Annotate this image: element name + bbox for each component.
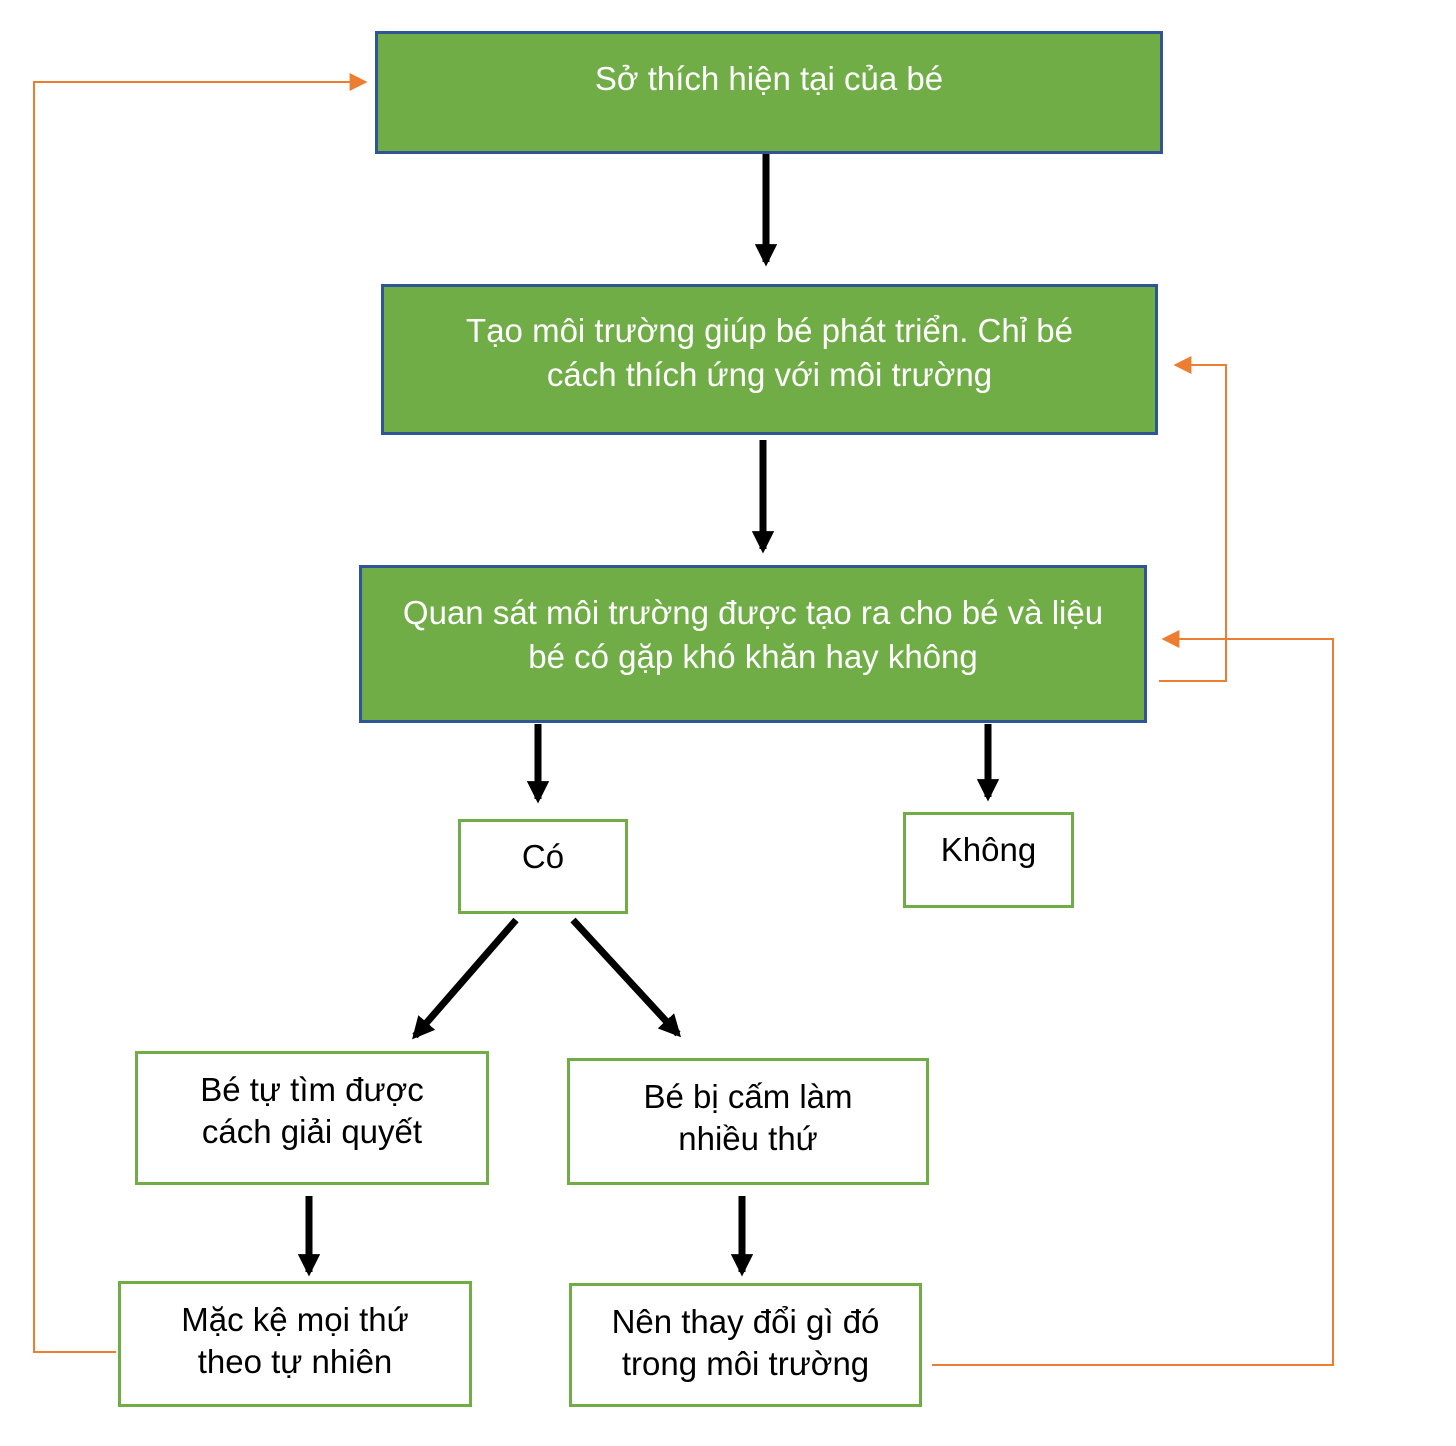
- feedback-arrow-observe-to-create: [1159, 356, 1227, 682]
- node-observe-environment: Quan sát môi trường được tạo ra cho bé v…: [359, 565, 1147, 723]
- node-yes: Có: [458, 819, 628, 914]
- node-yes-label: Có: [521, 838, 565, 875]
- node-create-environment: Tạo môi trường giúp bé phát triển. Chỉ b…: [381, 284, 1158, 435]
- node-self-solve-label: Bé tự tìm được cách giải quyết: [200, 1071, 424, 1150]
- node-change-environment: Nên thay đổi gì đó trong môi trường: [569, 1283, 922, 1407]
- node-self-solve: Bé tự tìm được cách giải quyết: [135, 1051, 489, 1185]
- feedback-arrow-let-nature-to-interest: [33, 73, 368, 1353]
- node-change-environment-label: Nên thay đổi gì đó trong môi trường: [611, 1303, 880, 1382]
- node-forbidden: Bé bị cấm làm nhiều thứ: [567, 1058, 929, 1185]
- node-let-nature-label: Mặc kệ mọi thứ theo tự nhiên: [181, 1301, 409, 1380]
- feedback-arrow-change-env-to-observe: [932, 630, 1334, 1366]
- node-no: Không: [903, 812, 1074, 908]
- node-observe-environment-label: Quan sát môi trường được tạo ra cho bé v…: [402, 594, 1104, 675]
- node-forbidden-label: Bé bị cấm làm nhiều thứ: [643, 1078, 853, 1157]
- arrow-yes-to-forbidden: [570, 917, 682, 1038]
- node-let-nature: Mặc kệ mọi thứ theo tự nhiên: [118, 1281, 472, 1407]
- node-create-environment-label: Tạo môi trường giúp bé phát triển. Chỉ b…: [466, 312, 1073, 393]
- node-no-label: Không: [940, 831, 1037, 868]
- arrow-yes-to-self-solve: [412, 917, 519, 1040]
- node-current-interest: Sở thích hiện tại của bé: [375, 31, 1163, 154]
- node-current-interest-label: Sở thích hiện tại của bé: [594, 60, 944, 97]
